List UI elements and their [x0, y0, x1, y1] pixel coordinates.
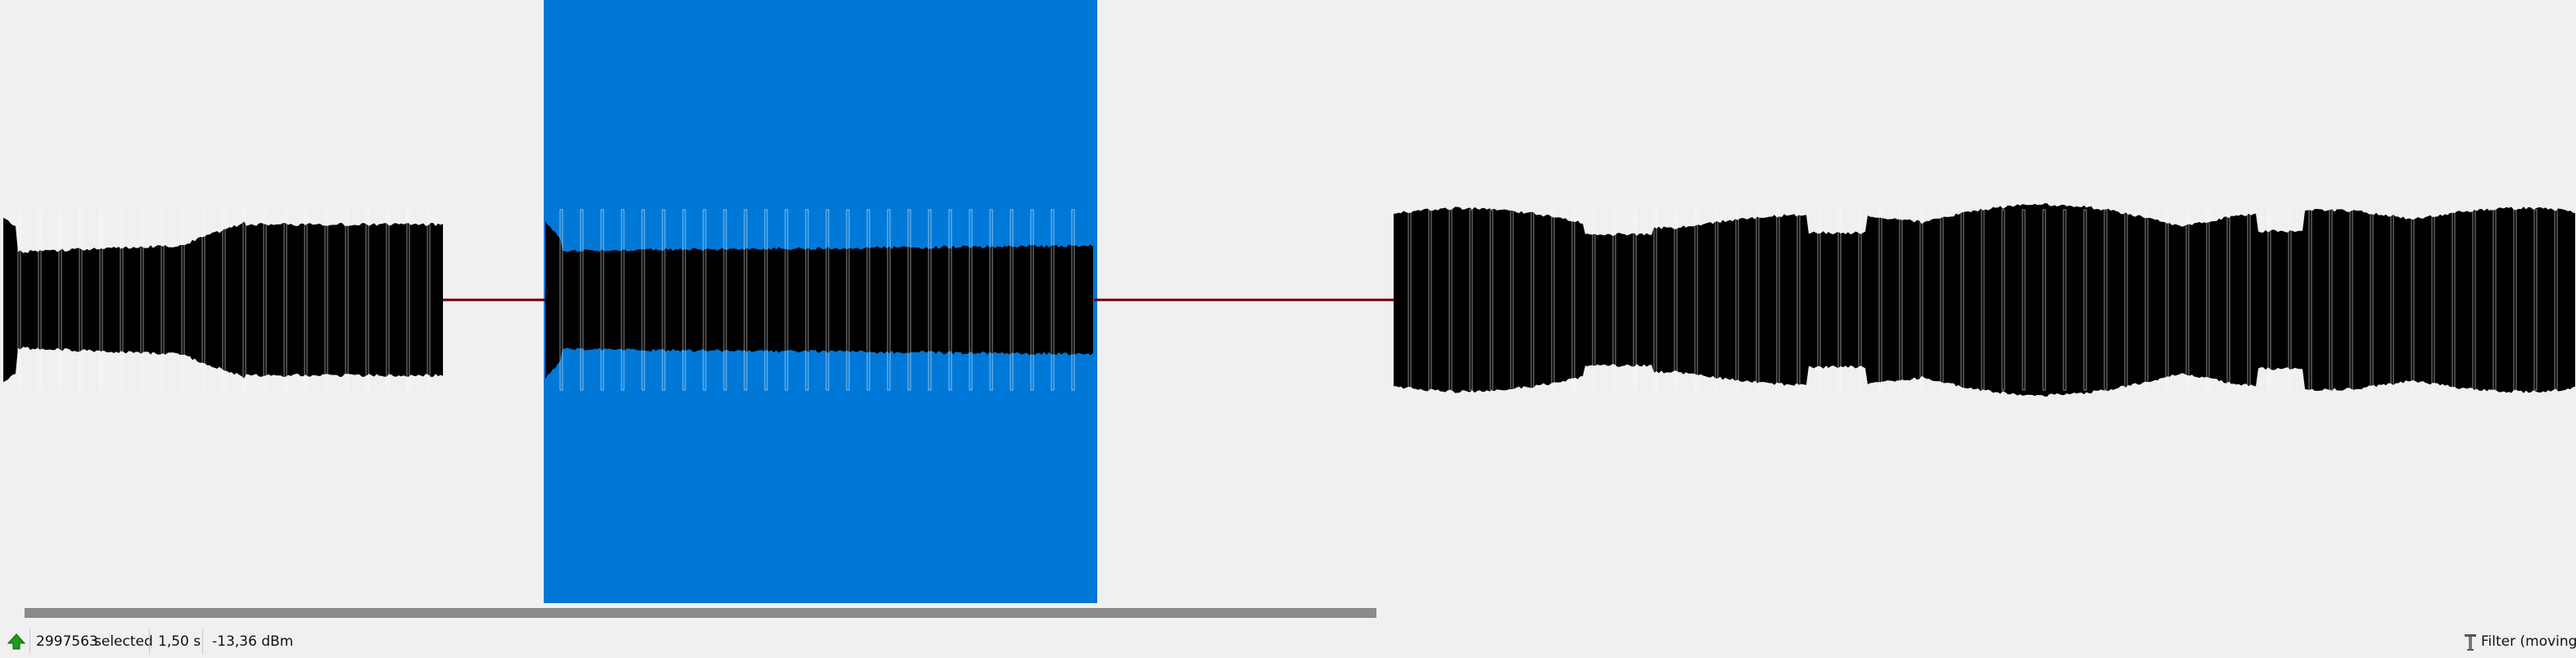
waveform-layer	[3, 203, 2575, 397]
status-bar: 2997563 selected 1,50 s -13,36 dBm Filte…	[0, 624, 2576, 658]
selection-power: -13,36 dBm	[212, 633, 293, 650]
selected-count: 2997563	[36, 633, 98, 650]
scrollbar-thumb[interactable]	[25, 608, 1376, 618]
filter-icon[interactable]	[2463, 633, 2478, 652]
separator	[202, 629, 203, 654]
horizontal-scrollbar[interactable]	[0, 605, 2576, 621]
arrow-up-icon[interactable]	[7, 632, 26, 651]
separator	[149, 629, 150, 654]
signal-burst-3	[1394, 203, 2575, 397]
signal-waveform[interactable]	[0, 0, 2576, 603]
selected-label: selected	[94, 633, 153, 650]
signal-burst-1	[3, 210, 443, 390]
signal-view[interactable]	[0, 0, 2576, 603]
selection-duration: 1,50 s	[158, 633, 201, 650]
filter-label[interactable]: Filter (moving av	[2481, 633, 2576, 650]
separator	[29, 629, 30, 654]
